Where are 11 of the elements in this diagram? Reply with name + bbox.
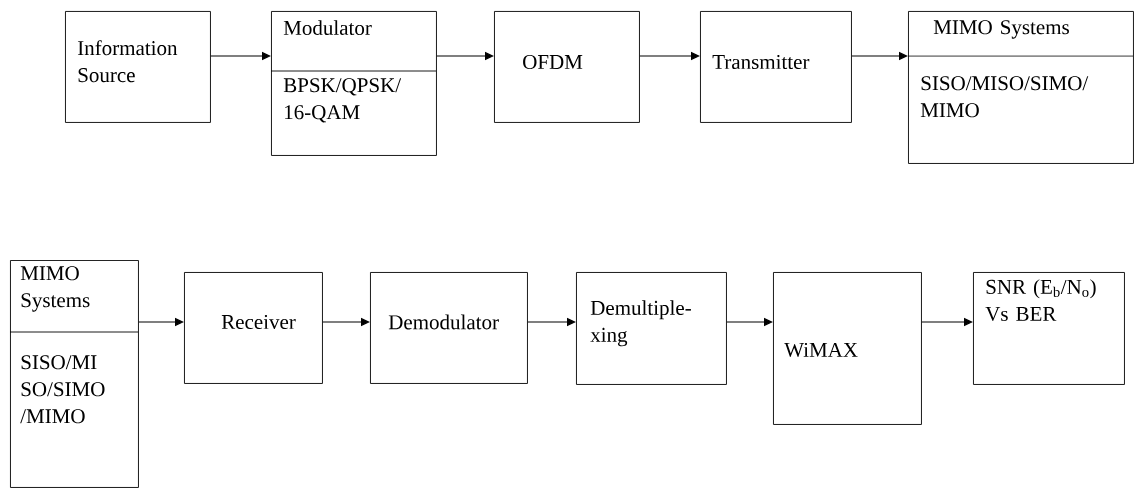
- process-box: WiMAX: [773, 272, 922, 425]
- process-box: SNR (E$_{b}$/N$_{o}$) Vs BER: [973, 272, 1125, 385]
- process-box: Information Source: [65, 11, 211, 123]
- process-box: Demodulator: [370, 272, 528, 384]
- process-box: Demultiple- xing: [576, 272, 727, 385]
- process-box: MIMO Systems SISO/MISO/SIMO/ MIMO: [907, 11, 1134, 164]
- process-box: MIMO Systems SISO/MI SO/SIMO /MIMO: [9, 260, 139, 488]
- process-box: OFDM: [494, 11, 640, 123]
- process-box: Modulator BPSK/QPSK/ 16-QAM: [270, 11, 437, 156]
- process-box: Receiver: [184, 272, 323, 384]
- process-box: Transmitter: [700, 11, 852, 123]
